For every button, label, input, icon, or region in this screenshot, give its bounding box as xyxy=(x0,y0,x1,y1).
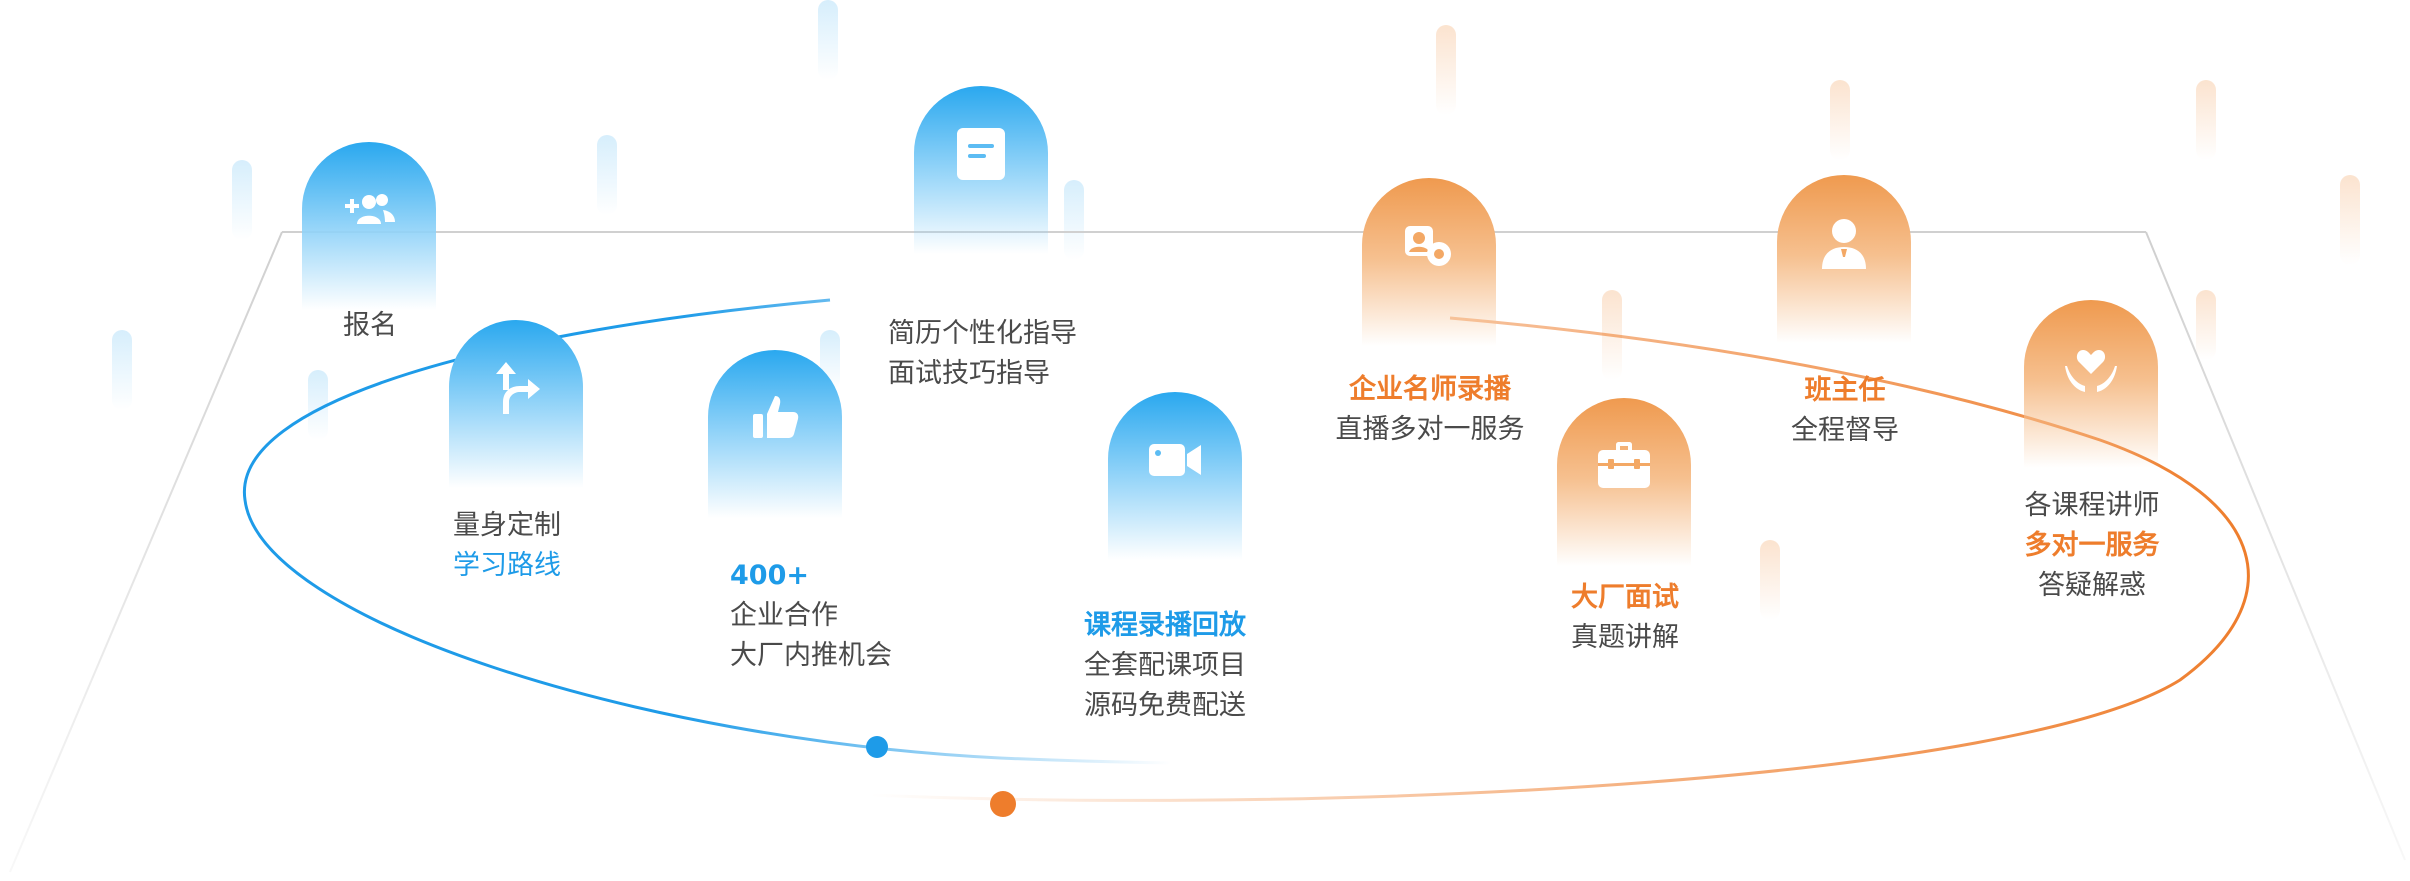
briefcase-icon xyxy=(1598,442,1650,488)
caption-line: 全套配课项目 xyxy=(1084,650,1246,681)
badge-custom-path xyxy=(449,320,583,488)
caption-line: 面试技巧指导 xyxy=(888,358,1050,389)
caption-line: 企业合作 xyxy=(730,600,838,631)
step-supervisor: 班主任 全程督导 xyxy=(1777,175,1913,446)
step-teacher: 企业名师录播 直播多对一服务 xyxy=(1336,178,1525,445)
route-arrow-icon xyxy=(496,362,540,414)
caption-teacher: 企业名师录播 直播多对一服务 xyxy=(1212,370,1648,450)
badge-qa xyxy=(2024,300,2158,468)
caption-line-highlight: 大厂面试 xyxy=(1571,582,1679,613)
caption-qa: 各课程讲师 多对一服务 答疑解惑 xyxy=(1874,486,2310,606)
badge-partners xyxy=(708,350,842,518)
blue-orbit-dot xyxy=(866,736,888,758)
thumbs-up-icon xyxy=(753,396,799,438)
caption-line: 各课程讲师 xyxy=(2024,490,2160,521)
caption-line: 全程督导 xyxy=(1791,415,1899,446)
heart-hands-icon xyxy=(2065,350,2117,392)
caption-line-highlight: 多对一服务 xyxy=(2024,530,2160,561)
caption-line: 简历个性化指导 xyxy=(888,318,1077,349)
step-resume: 简历个性化指导 面试技巧指导 xyxy=(888,86,1077,389)
step-partners: 400+ 企业合作 大厂内推机会 xyxy=(708,350,892,671)
caption-partners: 400+ 企业合作 大厂内推机会 xyxy=(730,556,1166,676)
caption-custom-path: 量身定制 学习路线 xyxy=(453,506,889,586)
badge-signup xyxy=(302,142,436,310)
caption-signup: 报名 xyxy=(152,306,588,346)
badge-interview xyxy=(1557,398,1691,566)
caption-line: 大厂内推机会 xyxy=(730,640,892,671)
caption-resume: 简历个性化指导 面试技巧指导 xyxy=(888,314,1324,394)
orange-orbit-dot xyxy=(990,791,1016,817)
caption-line-highlight: 学习路线 xyxy=(453,550,561,581)
badge-replay xyxy=(1108,392,1242,560)
step-custom-path: 量身定制 学习路线 xyxy=(449,320,585,581)
video-camera-icon xyxy=(1149,444,1201,476)
caption-line-highlight: 课程录播回放 xyxy=(1084,610,1246,641)
caption-line: 真题讲解 xyxy=(1571,622,1679,653)
caption-line: 报名 xyxy=(343,310,397,341)
step-qa: 各课程讲师 多对一服务 答疑解惑 xyxy=(2024,300,2160,601)
caption-line: 直播多对一服务 xyxy=(1335,414,1525,445)
caption-line: 源码免费配送 xyxy=(1084,690,1246,721)
caption-line: 量身定制 xyxy=(453,510,561,541)
caption-supervisor: 班主任 全程督导 xyxy=(1627,371,2063,451)
add-user-icon xyxy=(345,194,395,224)
document-icon xyxy=(957,128,1005,180)
caption-interview: 大厂面试 真题讲解 xyxy=(1407,578,1843,658)
caption-line-highlight: 企业名师录播 xyxy=(1349,374,1511,405)
badge-supervisor xyxy=(1777,175,1911,343)
caption-replay: 课程录播回放 全套配课项目 源码免费配送 xyxy=(1084,606,1520,726)
caption-line: 答疑解惑 xyxy=(2038,570,2146,601)
orbit-path xyxy=(242,298,2250,802)
badge-teacher xyxy=(1362,178,1496,346)
teacher-icon xyxy=(1405,226,1451,266)
person-icon xyxy=(1822,219,1866,269)
caption-line-highlight: 400+ xyxy=(730,560,809,591)
step-signup: 报名 xyxy=(302,142,438,341)
caption-line-highlight: 班主任 xyxy=(1804,375,1886,406)
badge-resume xyxy=(914,86,1048,254)
step-replay: 课程录播回放 全套配课项目 源码免费配送 xyxy=(1084,392,1246,721)
step-interview: 大厂面试 真题讲解 xyxy=(1557,398,1693,653)
